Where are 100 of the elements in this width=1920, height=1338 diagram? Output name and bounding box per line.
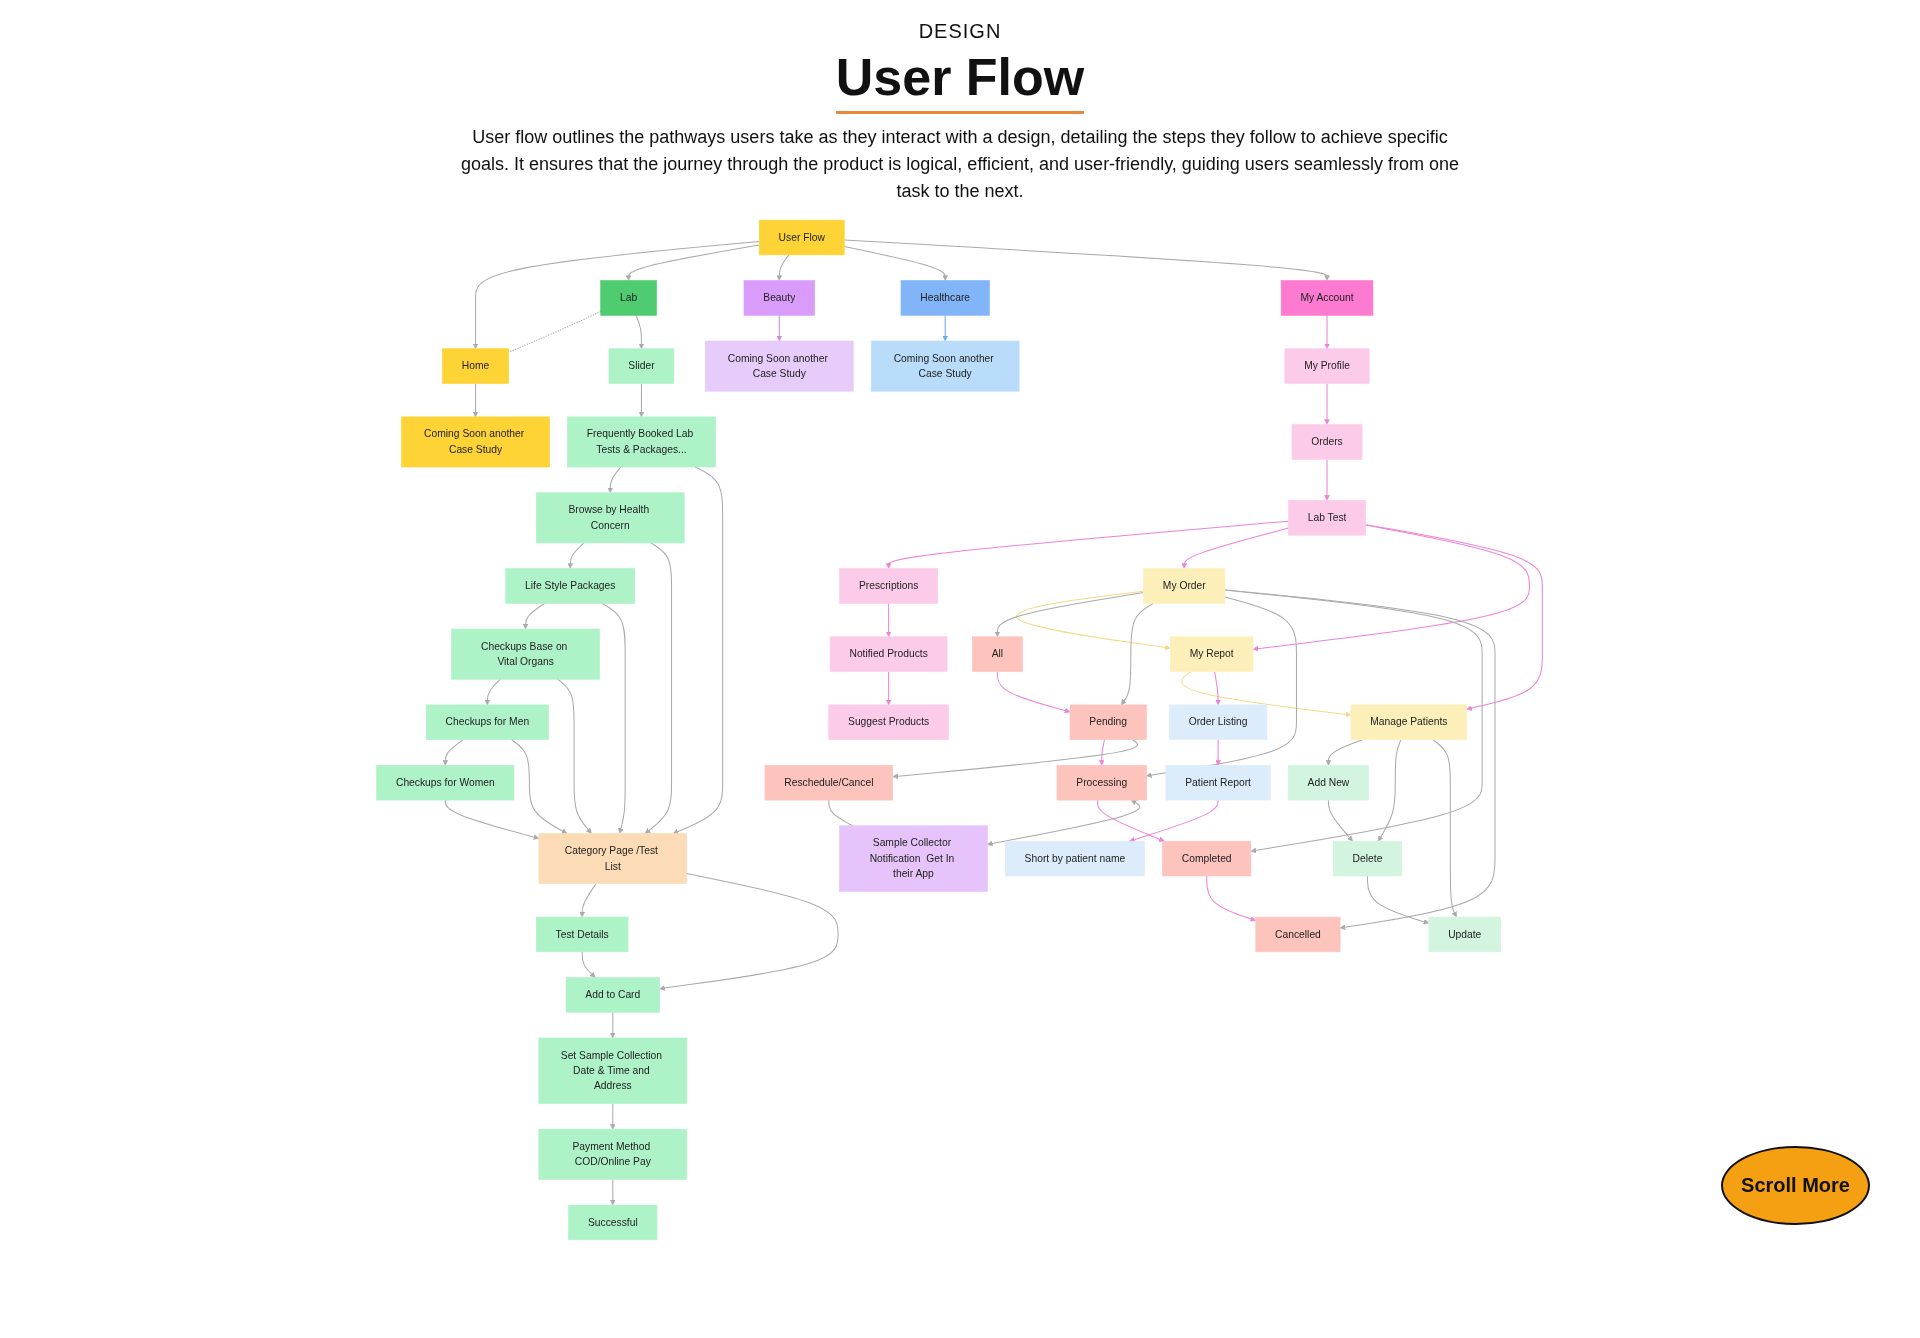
arrow: [635, 314, 645, 349]
node-box: Pending: [1070, 704, 1148, 740]
caption: User flow outlines the pathways users take as they interact with a design, detailing the steps they follow to achieve specific goals. It ensures that the journey through the product is logical, efficient, and user-friendly, guiding users seamlessly from one task to the next.: [460, 126, 1460, 203]
arrow: [1121, 602, 1155, 706]
arrow: [601, 602, 627, 834]
arrow: [567, 542, 585, 569]
arrow: [659, 873, 840, 991]
arrow: [1016, 590, 1172, 651]
arrow: [1432, 739, 1458, 918]
arrow: [844, 245, 949, 281]
connector: [508, 310, 602, 353]
node-box: Orders: [1292, 424, 1363, 460]
node-box: Home: [442, 348, 510, 384]
arrow: [1326, 739, 1364, 766]
node-box: Completed: [1162, 840, 1252, 877]
node-box: Browse by Health Concern: [536, 492, 685, 544]
arrow: [582, 951, 596, 978]
arrow: [997, 670, 1071, 714]
arrow: [995, 592, 1145, 638]
arrow: [942, 314, 949, 342]
arrow: [639, 382, 645, 418]
node-box: Slider: [609, 348, 675, 384]
node-box: Suggest Products: [828, 704, 950, 740]
arrow: [443, 739, 465, 766]
node-box: Frequently Booked Lab Tests & Packages...: [567, 416, 717, 468]
node-box: Add to Card: [566, 977, 661, 1013]
arrow: [1181, 527, 1290, 569]
arrow: [886, 602, 892, 638]
arrow: [1378, 739, 1403, 842]
arrow: [445, 799, 540, 840]
title: User Flow: [835, 47, 1085, 114]
arrow: [776, 254, 790, 281]
node-box: Add New: [1288, 765, 1370, 801]
node-box: Lab Test: [1288, 500, 1367, 536]
arrow: [987, 799, 1141, 847]
node-box: Patient Report: [1166, 765, 1272, 801]
arrow: [473, 382, 479, 418]
arrow: [886, 670, 892, 706]
node-box: All: [972, 636, 1024, 672]
arrow: [607, 466, 622, 493]
node-box: Reschedule/Cancel: [765, 765, 894, 801]
node-box: My Account: [1281, 280, 1374, 316]
arrow: [1324, 314, 1331, 349]
node-box: Healthcare: [901, 280, 991, 316]
arrow: [1253, 524, 1531, 652]
arrow: [1214, 670, 1222, 706]
arrow: [892, 739, 1139, 780]
arrow: [1206, 875, 1257, 922]
node-box: Life Style Packages: [505, 568, 636, 604]
node-box: Prescriptions: [839, 568, 939, 604]
node-box: Delete: [1333, 840, 1403, 877]
node-box: My Profile: [1285, 348, 1370, 384]
node-box: Update: [1429, 916, 1502, 953]
node-box: Set Sample Collection Date & Time and Address: [539, 1037, 688, 1104]
arrow: [485, 678, 502, 706]
arrow: [1181, 670, 1352, 718]
node-box: Processing: [1057, 765, 1148, 801]
node-box: Beauty: [744, 280, 816, 316]
node-box: Checkups for Men: [426, 704, 550, 740]
arrow: [610, 1011, 617, 1039]
node-box: Lab: [600, 280, 658, 316]
node-box: Short by patient name: [1005, 840, 1146, 877]
arrow: [523, 602, 546, 630]
arrow: [844, 239, 1331, 281]
node-box: Successful: [568, 1204, 658, 1241]
node-box: Sample Collector Notification Get In their App: [839, 825, 989, 892]
arrow: [645, 542, 673, 834]
arrow: [626, 244, 761, 281]
node-box: Cancelled: [1255, 916, 1341, 953]
node-box: Coming Soon another Case Study: [401, 416, 551, 468]
node-box: My Repot: [1170, 636, 1254, 672]
arrow: [473, 240, 761, 349]
node-box: Checkups Base on Vital Organs: [451, 628, 601, 680]
arrow: [1129, 799, 1220, 843]
kicker-text: DESIGN: [917, 20, 1003, 43]
node-box: Manage Patients: [1351, 704, 1468, 740]
arrow: [1324, 458, 1331, 501]
node-box: Order Listing: [1169, 704, 1268, 740]
node-box: Category Page /Test List: [539, 833, 688, 884]
arrow: [610, 1103, 617, 1130]
arrow: [557, 678, 593, 834]
node-box: Notified Products: [830, 636, 948, 672]
arrow: [1224, 589, 1496, 930]
arrow: [776, 314, 783, 342]
arrow: [610, 1178, 617, 1206]
node-box: My Order: [1143, 568, 1226, 604]
arrow: [1324, 382, 1331, 425]
node-box: Test Details: [536, 916, 629, 953]
arrow: [886, 520, 1290, 569]
arrow: [1365, 524, 1544, 711]
arrow: [1099, 739, 1106, 766]
arrow: [673, 466, 724, 835]
scroll-more-badge: Scroll More: [1721, 1146, 1870, 1225]
arrow: [511, 739, 568, 834]
arrow: [1367, 875, 1430, 925]
arrow: [579, 883, 597, 918]
node-box: Coming Soon another Case Study: [705, 340, 855, 392]
arrow: [1328, 799, 1354, 842]
node-box: User Flow: [759, 219, 845, 256]
arrow: [1215, 739, 1222, 766]
